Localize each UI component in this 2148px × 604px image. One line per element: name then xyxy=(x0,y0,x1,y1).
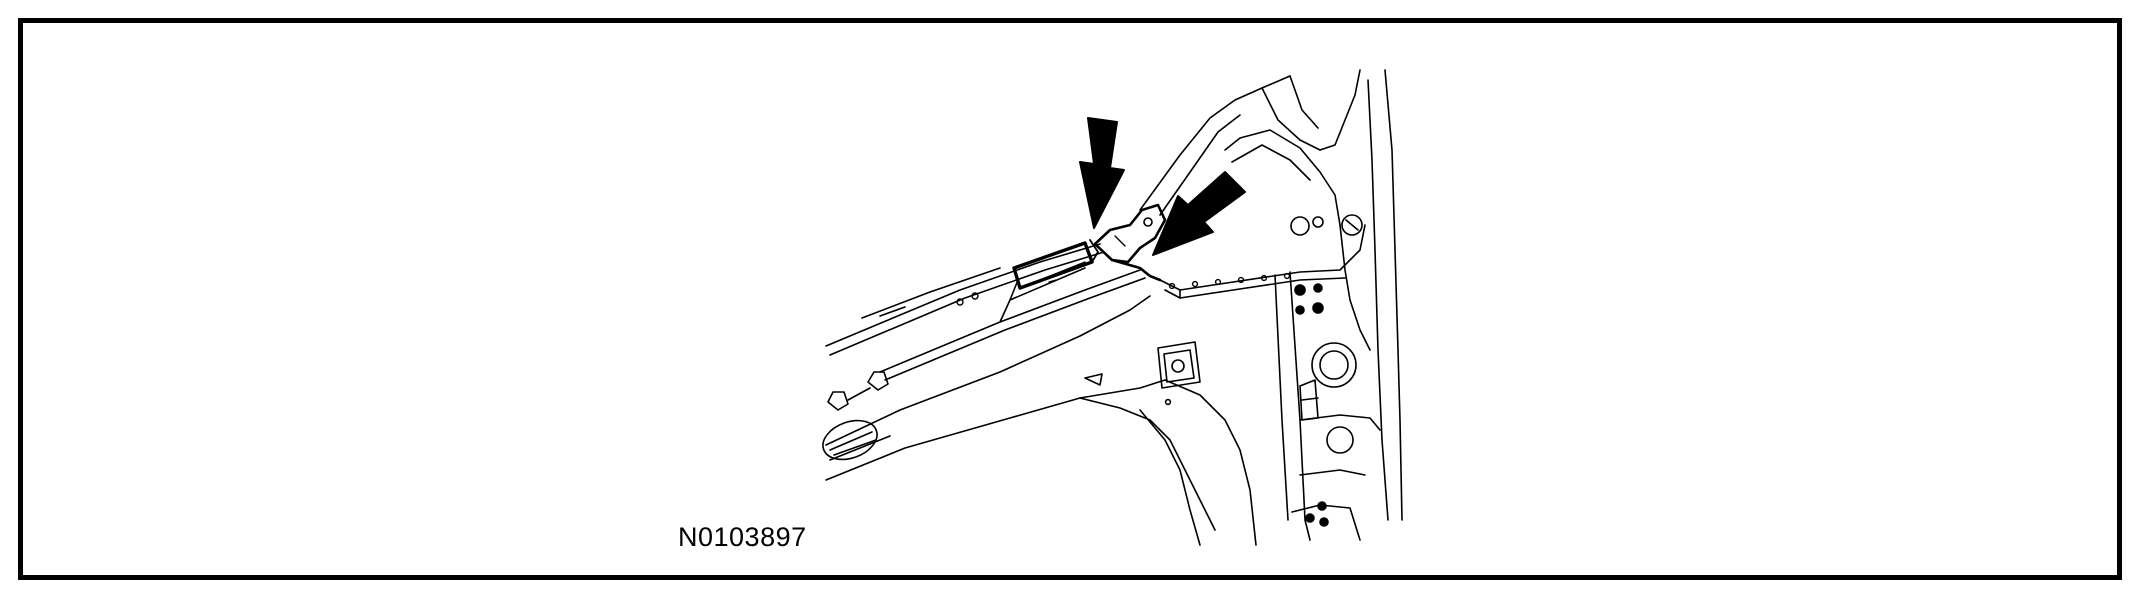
a-pillar-panel xyxy=(1274,69,1403,541)
apron-body xyxy=(825,295,1257,546)
arrow-left-pointer xyxy=(1079,117,1125,229)
push-pin-retainers xyxy=(827,371,889,411)
apron-inner-rail xyxy=(879,267,1146,381)
apron-oval-opening xyxy=(822,419,878,461)
flange-holes xyxy=(956,272,1291,306)
arrow-right-pointer xyxy=(1152,171,1246,256)
apron-upper-rail xyxy=(825,243,1105,356)
hinge-bracket xyxy=(1093,203,1167,282)
square-mount-pad xyxy=(1084,341,1201,406)
pillar-fasteners xyxy=(1290,214,1363,527)
figure-frame xyxy=(18,18,2122,580)
bracket-strip xyxy=(1012,239,1099,290)
figure-id-label: N0103897 xyxy=(678,522,807,552)
cowl-structure xyxy=(1139,69,1366,299)
